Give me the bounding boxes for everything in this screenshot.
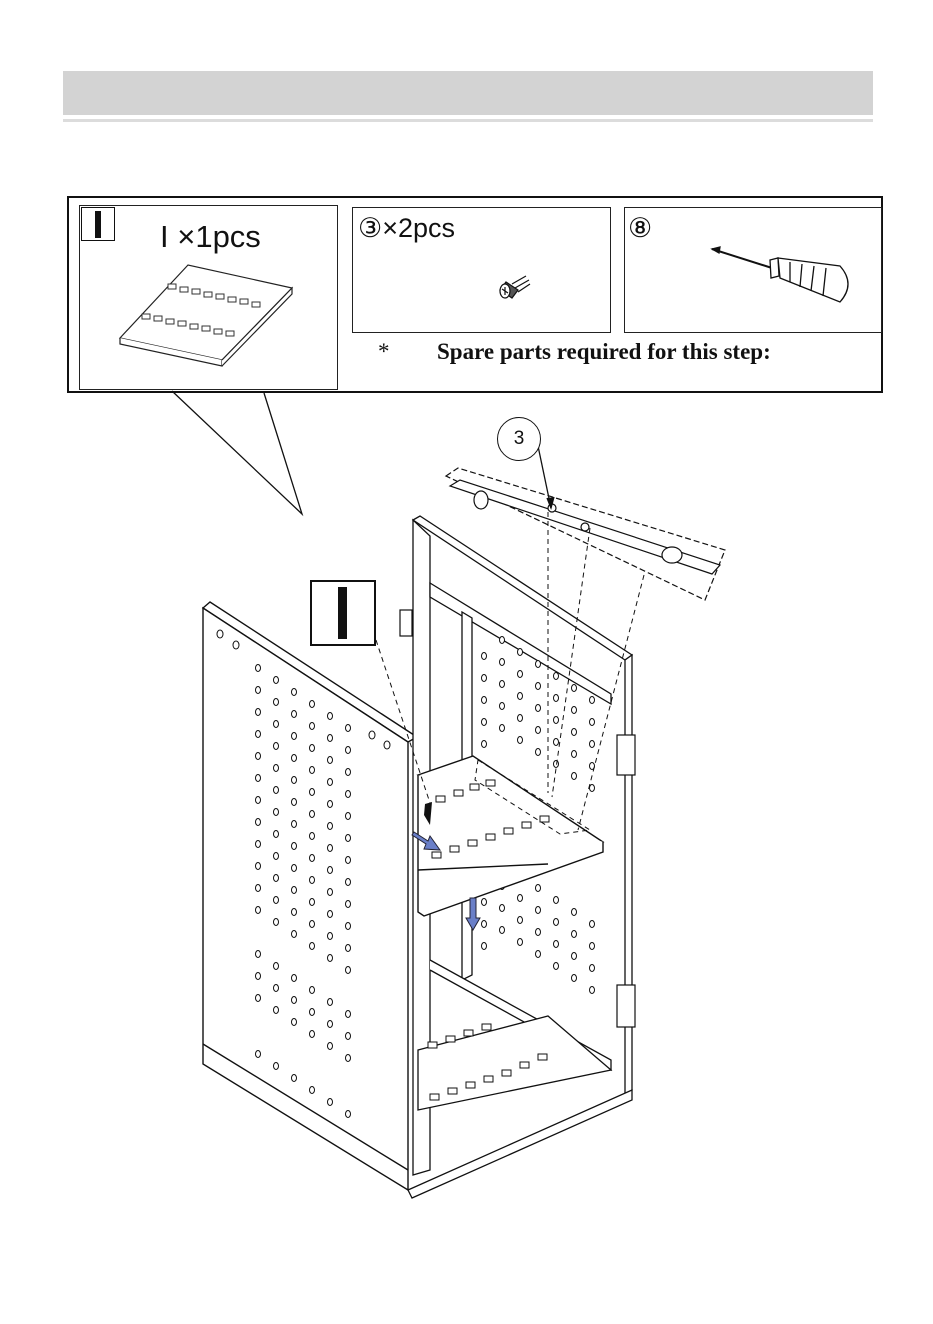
screw-icon [500, 276, 530, 298]
diagram-part-letter-glyph [338, 587, 347, 639]
callout-number: 3 [497, 417, 541, 461]
cabinet-side-panel [203, 602, 417, 1190]
screwdriver-icon [712, 247, 848, 302]
callout-pointer [172, 391, 302, 514]
bottom-shelf [418, 1016, 611, 1110]
shelf-panel-icon [120, 265, 292, 366]
detail-inset [446, 468, 725, 600]
